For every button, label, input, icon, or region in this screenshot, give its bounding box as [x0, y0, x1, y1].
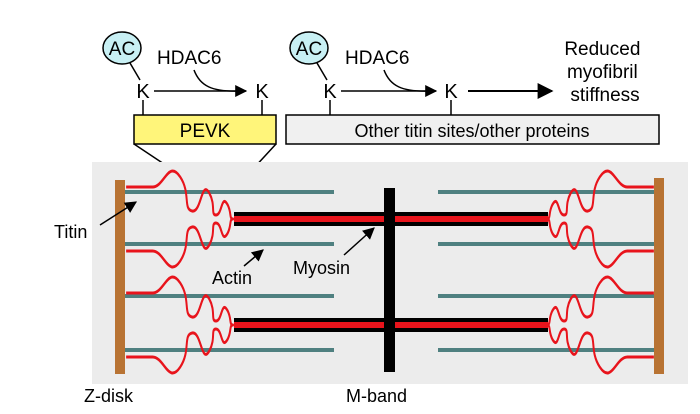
hdac6-curve-arrow-right	[383, 69, 431, 92]
other-sites-label: Other titin sites/other proteins	[354, 121, 589, 141]
actin-label: Actin	[212, 268, 252, 288]
pevk-box	[133, 114, 277, 145]
k-label-left-2: K	[255, 81, 269, 103]
titin-pointer-arrow	[99, 201, 138, 226]
k-label-right-1: K	[323, 81, 337, 103]
ac-bond-left	[129, 62, 141, 81]
other-sites-box	[285, 114, 660, 145]
actin-pointer-arrow	[243, 249, 264, 267]
m-band	[384, 188, 395, 372]
reduced-line-1: Reduced	[564, 39, 640, 60]
hdac6-label-right: HDAC6	[345, 48, 409, 69]
z-disk-label: Z-disk	[84, 386, 134, 406]
reduced-line-3: stiffness	[570, 85, 639, 106]
m-band-label: M-band	[346, 386, 407, 406]
sarcomere: Titin Actin Myosin Z-disk M-band	[54, 162, 688, 406]
myosin-pointer-arrow	[343, 227, 375, 256]
z-disk-left	[115, 180, 125, 374]
actin-filaments	[122, 190, 656, 352]
ac-circle-left	[102, 31, 142, 65]
myosin-label: Myosin	[293, 258, 350, 278]
pevk-label: PEVK	[180, 121, 231, 142]
z-disk-right	[654, 178, 664, 374]
titin-label: Titin	[54, 222, 87, 242]
reduced-line-2: myofibril	[567, 62, 638, 83]
acetylation-scheme: AC K K HDAC6 AC K K HDAC6 Reduced myofib…	[102, 31, 660, 197]
ac-label-left: AC	[109, 39, 135, 60]
ac-circle-right	[289, 31, 329, 65]
ac-label-right: AC	[296, 39, 322, 60]
k-label-right-2: K	[444, 81, 458, 103]
ac-bond-right	[316, 62, 328, 81]
reduced-stiffness-label: Reduced myofibril stiffness	[564, 39, 645, 106]
k-label-left-1: K	[136, 81, 150, 103]
hdac6-label-left: HDAC6	[157, 48, 221, 69]
hdac6-curve-arrow-left	[193, 69, 241, 92]
